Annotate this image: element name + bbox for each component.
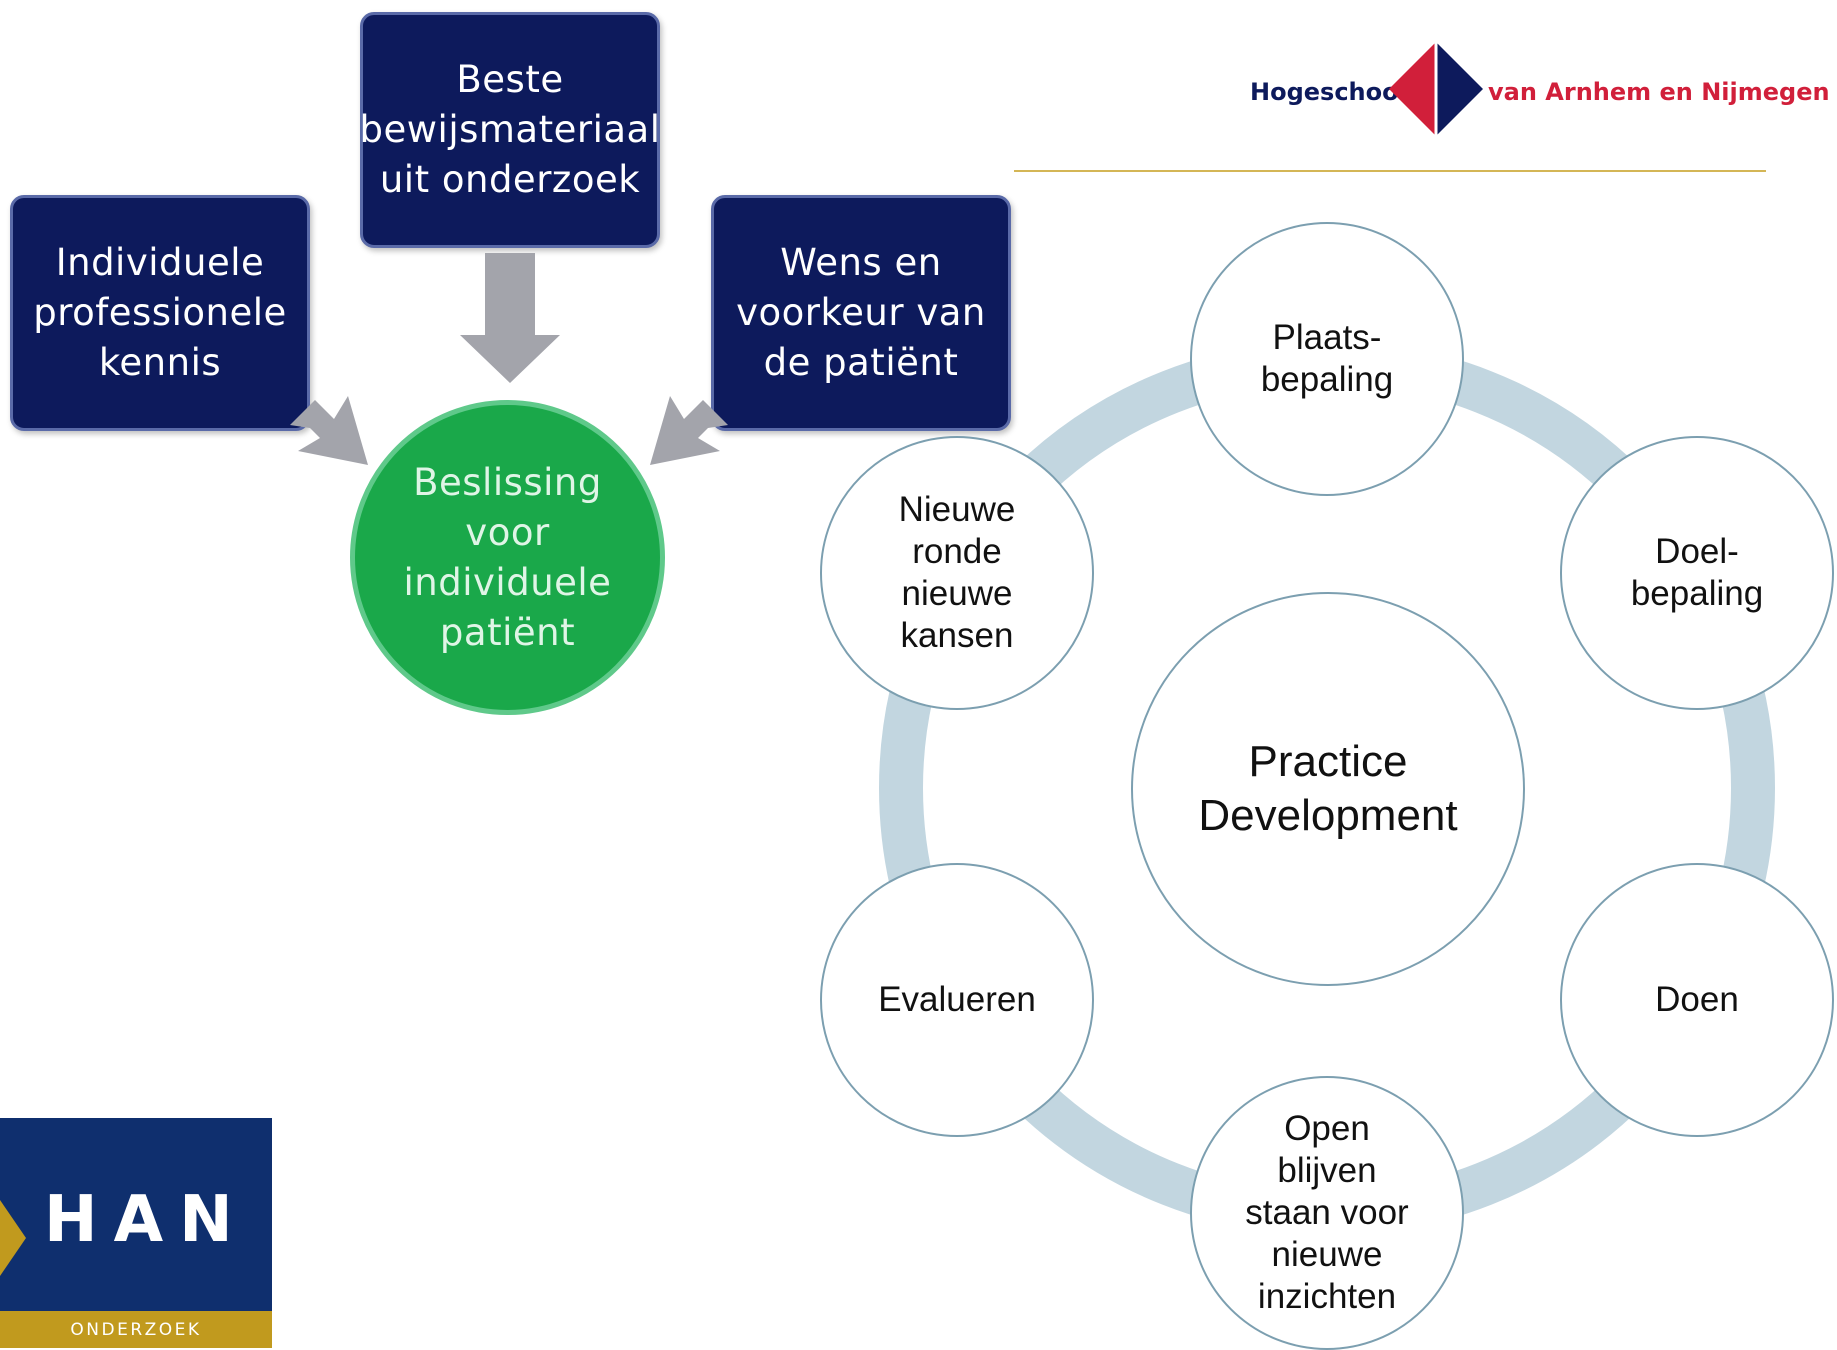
arrow-right-down-shape [290,396,368,465]
ebp-box-patient-preference-label: Wens en voorkeur van de patiënt [736,241,986,384]
cycle-node-label: Open blijven staan voor nieuwe inzichten [1245,1109,1409,1316]
ebp-box-patient-preference: Wens en voorkeur van de patiënt [711,195,1011,431]
cycle-node-evalueren: Evalueren [820,863,1094,1137]
han-band: ONDERZOEK [0,1311,272,1348]
ebp-decision-label: Beslissing voor individuele patiënt [403,460,612,654]
arrow-left-down-shape [650,396,728,465]
chevron-right-icon [0,1200,26,1276]
ebp-box-research: Beste bewijsmateriaal uit onderzoek [360,12,660,248]
cycle-center-node: Practice Development [1131,592,1525,986]
brand-diamond-icon [1389,42,1483,136]
brand-name-left: Hogeschool [1250,78,1407,106]
ebp-box-research-label: Beste bewijsmateriaal uit onderzoek [359,58,661,201]
han-letters: HAN [44,1183,249,1257]
cycle-node-doelbepaling: Doel- bepaling [1560,436,1834,710]
cycle-node-open-blijven: Open blijven staan voor nieuwe inzichten [1190,1076,1464,1350]
cycle-node-label: Doel- bepaling [1630,532,1764,613]
han-band-label: ONDERZOEK [70,1319,202,1340]
cycle-node-label: Evalueren [878,980,1036,1019]
han-logo: HAN ONDERZOEK [0,1118,272,1348]
brand-logo: Hogeschool van Arnhem en Nijmegen [1250,40,1830,140]
header-divider [1014,170,1766,172]
arrow-down-shape [460,253,560,383]
cycle-node-label: Nieuwe ronde nieuwe kansen [898,490,1016,655]
cycle-node-nieuwe-ronde: Nieuwe ronde nieuwe kansen [820,436,1094,710]
cycle-node-label: Doen [1655,980,1739,1019]
brand-name-right: van Arnhem en Nijmegen [1488,78,1830,106]
cycle-node-label: Plaats- bepaling [1260,318,1394,399]
ebp-box-professional-label: Individuele professionele kennis [33,241,287,384]
ebp-box-professional: Individuele professionele kennis [10,195,310,431]
cycle-node-plaatsbepaling: Plaats- bepaling [1190,222,1464,496]
cycle-center-label: Practice Development [1198,737,1458,840]
ebp-decision-circle: Beslissing voor individuele patiënt [350,400,665,715]
cycle-node-doen: Doen [1560,863,1834,1137]
